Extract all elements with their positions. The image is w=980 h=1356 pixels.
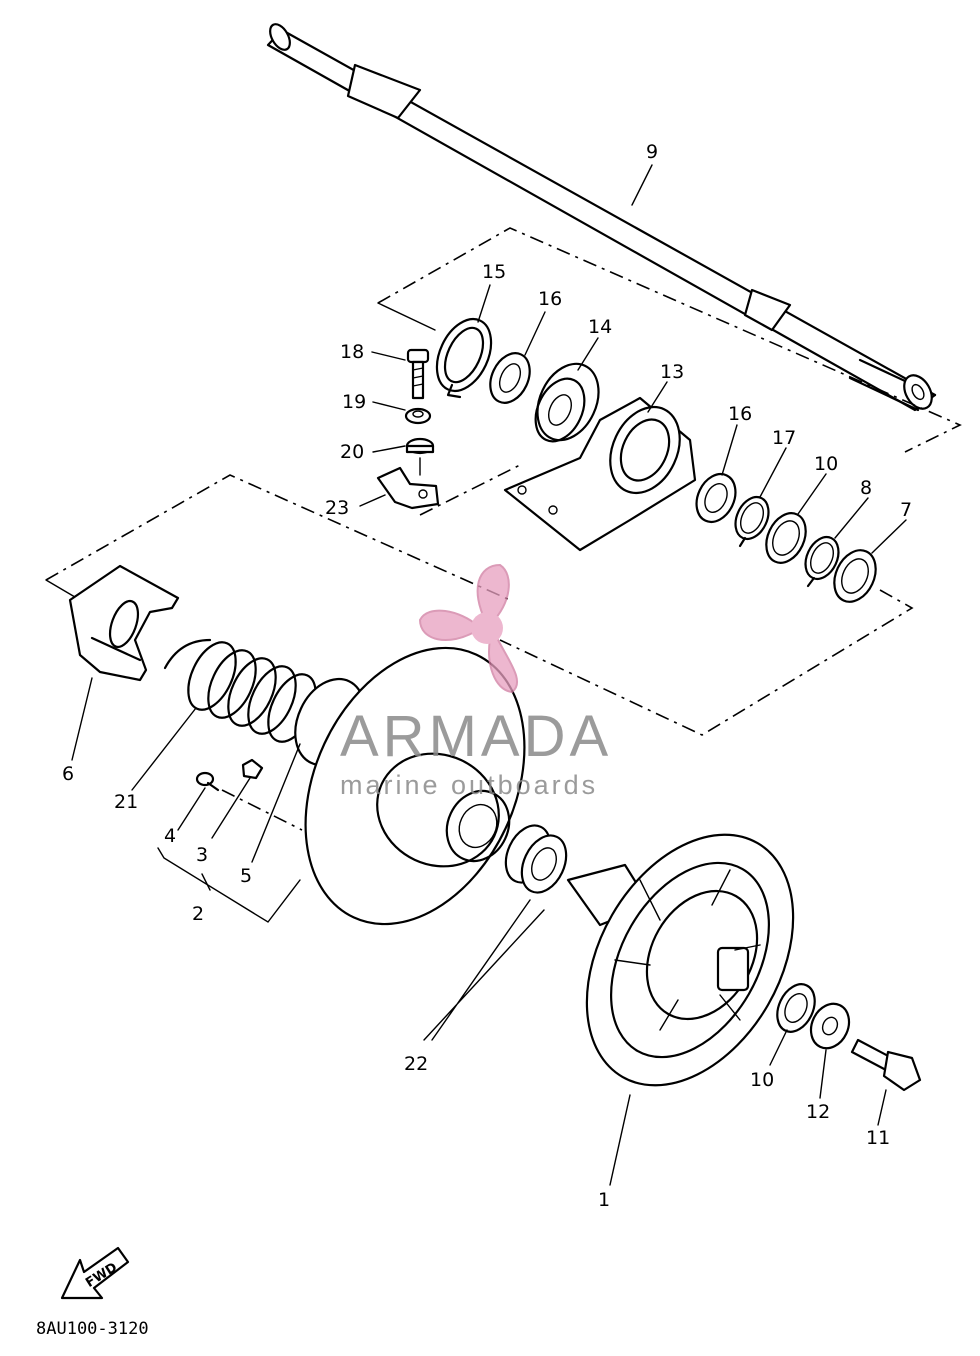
callout-21: 21 xyxy=(114,791,138,813)
callout-18: 18 xyxy=(340,341,364,363)
watermark-brand: ARMADA xyxy=(340,704,612,769)
bolt-part-11 xyxy=(850,1038,922,1092)
callout-15: 15 xyxy=(482,261,506,283)
bearing-part-14 xyxy=(534,362,600,443)
clamp-part-23 xyxy=(376,457,440,510)
screw-part-4 xyxy=(195,771,220,792)
movable-sheave-part-2 xyxy=(294,646,526,926)
callout-2: 2 xyxy=(192,903,204,925)
propeller-logo-icon xyxy=(418,563,519,694)
callout-7: 7 xyxy=(900,499,912,521)
leader-lines xyxy=(71,164,907,1186)
callout-17: 17 xyxy=(772,427,796,449)
seal-part-7 xyxy=(833,549,877,603)
callout-10-upper: 10 xyxy=(814,453,838,475)
watermark-tagline: marine outboards xyxy=(340,770,598,800)
shaft-part-9 xyxy=(266,23,937,412)
callout-20: 20 xyxy=(340,441,364,463)
callout-10-lower: 10 xyxy=(750,1069,774,1091)
callout-4: 4 xyxy=(164,825,176,847)
callout-8: 8 xyxy=(860,477,872,499)
forward-direction-arrow-icon: FWD xyxy=(60,1246,130,1300)
callout-22: 22 xyxy=(404,1053,428,1075)
bushing-part-22 xyxy=(504,824,568,894)
circlip-part-15 xyxy=(435,317,493,399)
callout-11: 11 xyxy=(866,1127,890,1149)
washer-part-20 xyxy=(405,437,435,455)
oil-seal-part-16-upper xyxy=(489,352,531,404)
bearing-housing-part-13 xyxy=(503,396,697,552)
callout-3: 3 xyxy=(196,844,208,866)
callout-9: 9 xyxy=(646,141,658,163)
callout-5: 5 xyxy=(240,865,252,887)
circlip-part-8 xyxy=(804,535,840,588)
callout-13: 13 xyxy=(660,361,684,383)
callout-16-upper: 16 xyxy=(538,288,562,310)
callout-1: 1 xyxy=(598,1189,610,1211)
spacer-part-10-upper xyxy=(765,512,807,564)
circlip-part-17 xyxy=(734,495,770,548)
cam-part-6 xyxy=(68,564,180,682)
oil-seal-part-16-lower xyxy=(695,472,737,524)
diagram-reference-code: 8AU100-3120 xyxy=(36,1319,149,1339)
collar-part-3 xyxy=(241,758,264,780)
spacer-part-10-lower xyxy=(776,983,816,1033)
washer-part-12 xyxy=(809,1002,851,1050)
callout-labels: 9 15 16 14 13 18 19 20 23 16 17 10 8 7 6… xyxy=(62,141,912,1211)
callout-19: 19 xyxy=(342,391,366,413)
washer-part-19 xyxy=(404,407,432,425)
fixed-sheave-part-1 xyxy=(566,833,795,1087)
armada-watermark: ARMADA marine outboards xyxy=(340,563,612,800)
callout-14: 14 xyxy=(588,316,612,338)
callout-16-lower: 16 xyxy=(728,403,752,425)
callout-23: 23 xyxy=(325,497,349,519)
callout-6: 6 xyxy=(62,763,74,785)
bolt-part-18 xyxy=(406,348,430,400)
callout-12: 12 xyxy=(806,1101,830,1123)
upper-assembly-frame xyxy=(377,227,962,516)
